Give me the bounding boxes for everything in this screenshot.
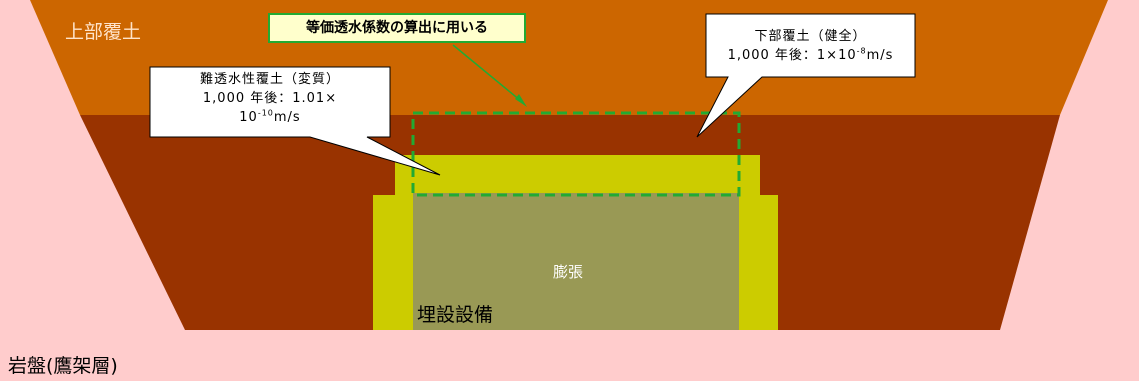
top-cover-label: 上部覆土 [65, 21, 142, 43]
right-callout-line2: 1,000 年後：1×10-8m/s [706, 46, 915, 65]
facility-label: 埋設設備 [417, 304, 494, 326]
left-callout-text: 難透水性覆土（変質） 1,000 年後：1.01× 10-10m/s [152, 70, 388, 127]
expansion-label: 膨張 [553, 263, 584, 281]
bedrock-label: 岩盤(鷹架層) [8, 355, 118, 377]
equivalent-permeability-note: 等価透水係数の算出に用いる [268, 13, 526, 43]
left-callout-exponent: -10 [257, 108, 274, 118]
right-callout-unit: m/s [866, 48, 894, 63]
equivalent-permeability-box [411, 111, 741, 197]
left-callout-line2: 1,000 年後：1.01× [202, 91, 338, 106]
facility-body [413, 193, 739, 330]
right-callout-line1: 下部覆土（健全） [754, 29, 867, 44]
left-callout-base: 10 [239, 110, 258, 125]
right-callout-box [696, 13, 916, 138]
left-callout-unit: m/s [273, 110, 301, 125]
note-pointer-line [452, 44, 522, 102]
note-arrowhead [515, 94, 527, 107]
right-callout-prefix: 1,000 年後：1×10 [727, 48, 857, 63]
left-callout-line3: 10-10m/s [152, 108, 388, 127]
left-callout-box [149, 66, 441, 176]
right-callout-text: 下部覆土（健全） 1,000 年後：1×10-8m/s [706, 27, 915, 65]
right-callout-exponent: -8 [856, 46, 867, 56]
left-callout-line1: 難透水性覆土（変質） [199, 72, 340, 87]
